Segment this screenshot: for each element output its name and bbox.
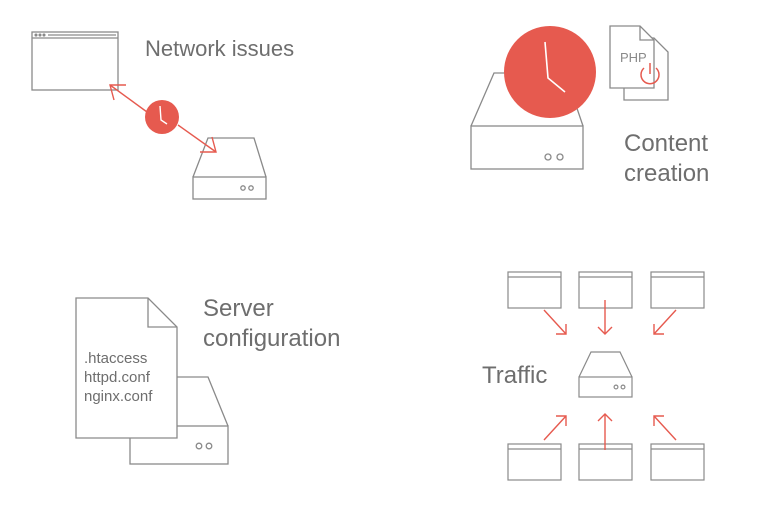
content-label-line1: Content (624, 130, 709, 157)
server-label-line1: Server (203, 295, 274, 322)
network-panel (31, 31, 267, 200)
content-label-line2: creation (624, 160, 710, 187)
traffic-label: Traffic (482, 362, 548, 389)
server-icon (578, 351, 633, 398)
php-file-icon (609, 25, 669, 101)
browser-window-icon (507, 271, 562, 309)
server-icon (192, 137, 267, 200)
power-icon (640, 63, 660, 85)
browser-window-icon (507, 443, 562, 481)
php-label: PHP (620, 50, 647, 65)
network-arrows (109, 84, 217, 153)
browser-window-icon (650, 271, 705, 309)
browser-window-icon (31, 31, 119, 91)
traffic-panel (507, 271, 705, 481)
browser-window-icon (650, 443, 705, 481)
config-file-icon (75, 297, 178, 439)
network-issues-label: Network issues (145, 36, 295, 61)
config-file-htaccess: .htaccess (84, 350, 148, 367)
traffic-arrows (543, 300, 677, 450)
clock-icon (145, 100, 179, 134)
server-label-line2: configuration (203, 325, 341, 352)
clock-icon (504, 26, 596, 118)
server-config-panel (75, 297, 229, 465)
config-file-nginx: nginx.conf (84, 388, 153, 405)
config-file-httpd: httpd.conf (84, 369, 150, 386)
